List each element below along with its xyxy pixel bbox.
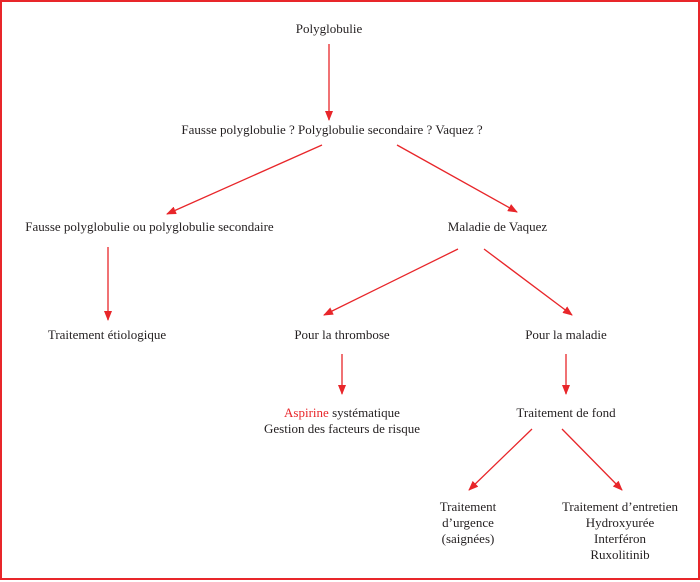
urgence-line-3: (saignées) — [441, 531, 495, 546]
arrow-question-to-vaquez — [396, 144, 518, 213]
node-entretien: Traitement d’entretien Hydroxyurée Inter… — [550, 499, 690, 563]
node-pour-maladie: Pour la maladie — [506, 327, 626, 343]
node-question: Fausse polyglobulie ? Polyglobulie secon… — [152, 122, 512, 138]
node-traitement-etiologique: Traitement étiologique — [32, 327, 182, 343]
aspirine-suffix-label: systématique — [328, 405, 400, 420]
node-thrombose-treatment: Aspirine systématique Gestion des facteu… — [240, 405, 444, 437]
node-pour-maladie-label: Pour la maladie — [525, 327, 607, 342]
node-traitement-fond-label: Traitement de fond — [516, 405, 616, 420]
node-traitement-etiologique-label: Traitement étiologique — [47, 327, 167, 342]
node-pour-thrombose: Pour la thrombose — [272, 327, 412, 343]
node-fausse-secondaire-label: Fausse polyglobulie ou polyglobulie seco… — [25, 219, 274, 234]
aspirine-label: Aspirine — [284, 405, 329, 420]
thrombose-treatment-line-2: Gestion des facteurs de risque — [264, 421, 420, 436]
node-vaquez-label: Maladie de Vaquez — [447, 219, 548, 234]
node-traitement-fond: Traitement de fond — [492, 405, 640, 421]
arrow-fond-to-urgence — [468, 428, 533, 491]
entretien-line-2: Hydroxyurée — [585, 515, 655, 530]
entretien-line-1: Traitement d’entretien — [561, 499, 679, 514]
node-polyglobulie-label: Polyglobulie — [295, 21, 363, 36]
node-question-label: Fausse polyglobulie ? Polyglobulie secon… — [181, 122, 483, 137]
entretien-line-3: Interféron — [594, 531, 646, 546]
node-pour-thrombose-label: Pour la thrombose — [294, 327, 390, 342]
arrow-question-to-fausse — [166, 144, 323, 215]
urgence-line-2: d’urgence — [442, 515, 494, 530]
entretien-line-4: Ruxolitinib — [590, 547, 650, 562]
thrombose-treatment-line-1: Aspirine systématique — [240, 405, 444, 421]
node-fausse-secondaire: Fausse polyglobulie ou polyglobulie seco… — [12, 219, 287, 235]
node-vaquez: Maladie de Vaquez — [425, 219, 570, 235]
node-polyglobulie: Polyglobulie — [265, 21, 393, 37]
urgence-line-1: Traitement — [439, 499, 497, 514]
arrow-vaquez-to-thrombose — [323, 248, 459, 316]
node-urgence: Traitement d’urgence (saignées) — [418, 499, 518, 547]
arrow-fond-to-entretien — [561, 428, 623, 491]
arrow-vaquez-to-maladie — [483, 248, 573, 316]
